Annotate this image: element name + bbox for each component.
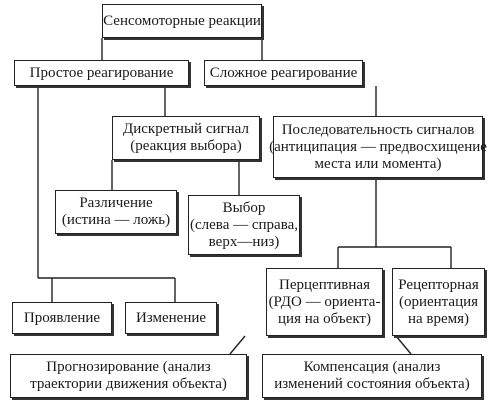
discrete-signal-line-2: (реакция выбора) [130, 138, 242, 154]
signal-sequence-node: Последовательность сигналов (антиципация… [269, 116, 487, 178]
simple-reaction-node: Простое реагирование [14, 60, 189, 86]
root-node-label: Сенсомоторные реакции [103, 12, 261, 29]
discrete-signal-line-1: Дискретный сигнал [123, 121, 249, 137]
complex-reaction-node: Сложное реагирование [204, 60, 363, 86]
choice-line-3: верх—низ) [208, 233, 280, 250]
manifestation-label: Проявление [23, 309, 101, 326]
signal-sequence-line-3: места или момента) [314, 155, 442, 172]
choice-line-1: Выбор [222, 199, 266, 216]
compensation-line-2: изменений состояния объекта) [274, 376, 470, 392]
compensation-line-1: Компенсация (анализ [303, 359, 441, 375]
complex-reaction-label: Сложное реагирование [209, 64, 358, 81]
choice-node: Выбор (слева — справа, верх—низ) [188, 195, 300, 255]
discrete-signal-node: Дискретный сигнал (реакция выбора) [112, 116, 260, 160]
simple-reaction-label: Простое реагирование [29, 64, 174, 81]
prognosis-line-2: траектории движения объекта) [30, 376, 227, 392]
prognosis-line-1: Прогнозирование (анализ [46, 359, 211, 375]
discrimination-line-2: (истина — ложь) [61, 212, 171, 228]
signal-sequence-line-2: (антиципация — предвосхищение [269, 138, 487, 155]
prognosis-node: Прогнозирование (анализ траектории движе… [10, 354, 247, 398]
perceptive-node: Перцептивная (РДО — ориента- ция на объе… [266, 268, 383, 336]
manifestation-node: Проявление [12, 302, 112, 334]
signal-sequence-line-1: Последовательность сигналов [281, 121, 475, 138]
receptive-line-3: на время) [407, 310, 470, 327]
receptive-node: Рецепторная (ориентация на время) [392, 268, 485, 336]
receptive-line-2: (ориентация [398, 293, 479, 310]
compensation-node: Компенсация (анализ изменений состояния … [262, 354, 482, 398]
perceptive-line-1: Перцептивная [279, 276, 370, 293]
receptive-line-1: Рецепторная [398, 276, 479, 293]
choice-line-2: (слева — справа, [190, 216, 298, 233]
change-node: Изменение [125, 302, 217, 334]
root-node: Сенсомоторные реакции [102, 4, 262, 38]
perceptive-line-2: (РДО — ориента- [268, 293, 381, 310]
perceptive-line-3: ция на объект) [278, 310, 371, 327]
change-label: Изменение [135, 309, 207, 326]
discrimination-line-1: Различение [79, 195, 153, 211]
discrimination-node: Различение (истина — ложь) [55, 190, 177, 234]
